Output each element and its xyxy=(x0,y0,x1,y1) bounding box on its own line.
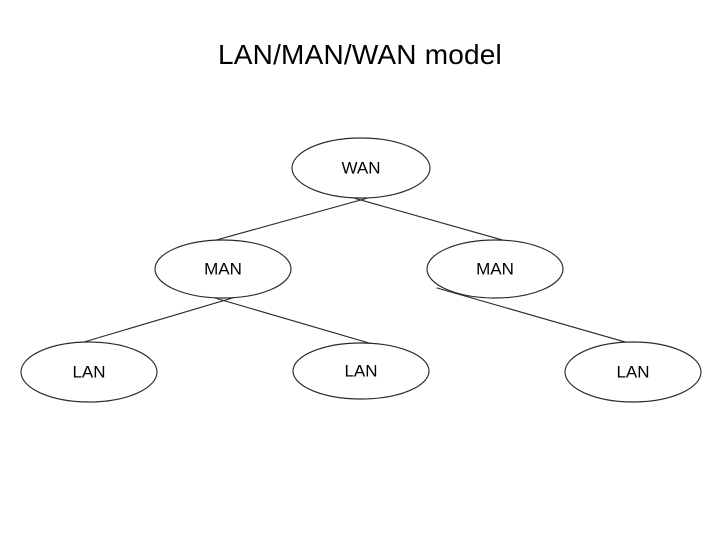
man-left-ellipse[interactable] xyxy=(154,239,292,299)
man-right-label: MAN xyxy=(476,259,514,278)
lan-right-label: LAN xyxy=(616,362,649,381)
page-title: LAN/MAN/WAN model xyxy=(218,39,502,70)
wan-ellipse[interactable] xyxy=(291,137,431,199)
node-lan-middle[interactable]: LAN xyxy=(292,342,430,400)
man-right-ellipse[interactable] xyxy=(426,239,564,299)
lan-right-ellipse[interactable] xyxy=(564,341,702,403)
node-lan-right[interactable]: LAN xyxy=(564,341,702,403)
lan-middle-ellipse[interactable] xyxy=(292,342,430,400)
edge-man-left-to-lan-middle xyxy=(190,290,394,351)
node-man-right[interactable]: MAN xyxy=(426,239,564,299)
edge-wan-to-man-left xyxy=(190,190,394,248)
lan-left-ellipse[interactable] xyxy=(20,341,158,403)
node-lan-left[interactable]: LAN xyxy=(20,341,158,403)
edge-group xyxy=(56,190,668,355)
man-left-label: MAN xyxy=(204,259,242,278)
lan-left-label: LAN xyxy=(72,362,105,381)
node-wan[interactable]: WAN xyxy=(291,137,431,199)
edge-man-left-to-lan-left xyxy=(56,290,257,351)
node-man-left[interactable]: MAN xyxy=(154,239,292,299)
edge-wan-to-man-right xyxy=(328,190,528,248)
lan-middle-label: LAN xyxy=(344,361,377,380)
wan-label: WAN xyxy=(341,158,380,177)
